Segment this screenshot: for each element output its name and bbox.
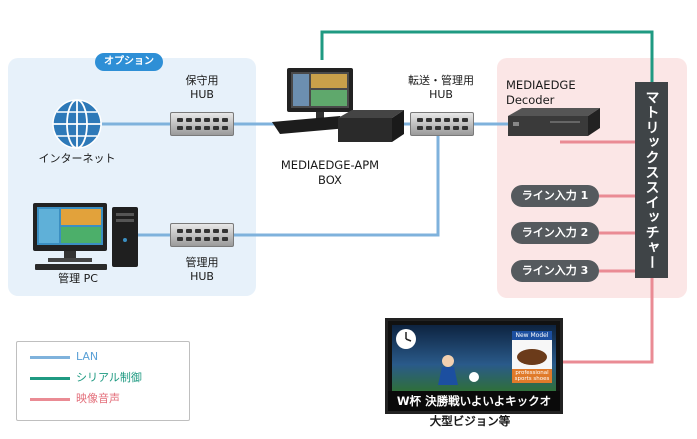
hub-port <box>204 229 210 233</box>
hub-port <box>453 126 459 130</box>
hub-port <box>417 118 423 122</box>
hub-port <box>426 118 432 122</box>
hub-port <box>222 237 228 241</box>
hub-port <box>177 118 183 122</box>
big-vision-label: 大型ビジョン等 <box>429 414 511 428</box>
hub-port <box>426 126 432 130</box>
serial-line <box>320 30 654 82</box>
apm-box-icon <box>272 68 404 142</box>
hub-port <box>177 237 183 241</box>
hub-transfer-device <box>410 112 474 136</box>
hub-port <box>186 237 192 241</box>
screen-caption: W杯 決勝戦いよいよキックオ <box>388 391 560 411</box>
hub-port <box>195 126 201 130</box>
hub-port <box>186 118 192 122</box>
screen-ad-title: New Model <box>515 332 549 339</box>
hub-port <box>204 118 210 122</box>
hub-port <box>186 229 192 233</box>
hub-port <box>177 229 183 233</box>
decoder-icon <box>508 108 600 136</box>
legend-lan-swatch <box>30 356 70 359</box>
hub-management-device <box>170 223 234 247</box>
hub-port <box>222 126 228 130</box>
legend-av-label: 映像音声 <box>76 392 120 405</box>
hub-port <box>435 118 441 122</box>
hub-port <box>186 126 192 130</box>
hub-port <box>213 229 219 233</box>
hub-port <box>195 229 201 233</box>
hub-port <box>435 126 441 130</box>
line-input-2: ライン入力 2 <box>511 222 599 244</box>
matrix-switcher-label: マトリックススイッチャー <box>643 90 660 270</box>
admin-pc-icon <box>33 203 138 270</box>
hub-port <box>204 237 210 241</box>
hub-maintenance-device <box>170 112 234 136</box>
hub-port <box>177 126 183 130</box>
hub-port <box>213 126 219 130</box>
internet-label: インターネット <box>38 152 116 165</box>
legend-lan-label: LAN <box>76 350 99 363</box>
admin-pc-label: 管理 PC <box>58 272 98 285</box>
hub-port <box>417 126 423 130</box>
hub-port <box>222 229 228 233</box>
hub-port <box>453 118 459 122</box>
option-badge: オプション <box>95 53 163 71</box>
hub-port <box>195 118 201 122</box>
line-input-3: ライン入力 3 <box>511 260 599 282</box>
legend <box>16 341 190 421</box>
hub-port <box>213 237 219 241</box>
av-matrix-screen <box>560 278 654 364</box>
hub-port <box>462 118 468 122</box>
hub-port <box>195 237 201 241</box>
legend-serial-label: シリアル制御 <box>76 371 142 384</box>
legend-av-swatch <box>30 398 70 401</box>
hub-port <box>213 118 219 122</box>
matrix-switcher: マトリックススイッチャー <box>635 82 668 278</box>
hub-port <box>222 118 228 122</box>
hub-port <box>444 118 450 122</box>
hub-port <box>462 126 468 130</box>
lan-hub-transfer <box>234 135 440 237</box>
globe-icon <box>52 99 102 149</box>
hub-port <box>204 126 210 130</box>
legend-serial-swatch <box>30 377 70 380</box>
line-input-1: ライン入力 1 <box>511 185 599 207</box>
hub-port <box>444 126 450 130</box>
